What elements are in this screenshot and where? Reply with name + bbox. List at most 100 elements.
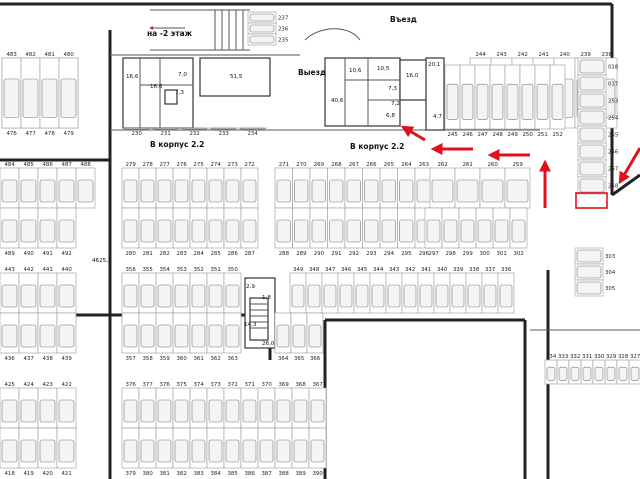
- car-outline: [157, 179, 172, 203]
- stall-number: 369: [279, 382, 290, 388]
- stall-number: 365: [294, 356, 304, 362]
- stall-number: 485: [24, 162, 34, 168]
- car-outline: [58, 179, 75, 203]
- car-outline: [174, 439, 189, 463]
- stall-number: 356: [126, 267, 137, 273]
- car-outline: [239, 127, 266, 130]
- stall-number: 353: [177, 267, 187, 273]
- car-outline: [399, 179, 414, 203]
- car-outline: [191, 179, 206, 203]
- stall-number: 236: [278, 27, 289, 33]
- car-outline: [511, 219, 526, 243]
- stall-number: 260: [488, 162, 499, 168]
- stall-number: 360: [177, 356, 188, 362]
- car-outline: [506, 83, 519, 120]
- car-outline: [58, 219, 75, 243]
- car-outline: [39, 284, 56, 308]
- car-outline: [58, 284, 75, 308]
- stall-number: 270: [296, 162, 307, 168]
- room-area-label: 10,5: [377, 66, 390, 72]
- car-outline: [157, 324, 172, 348]
- stall-number: 364: [278, 356, 289, 362]
- room-area-label: 4,7: [433, 114, 442, 120]
- stall-number: 286: [228, 251, 239, 257]
- stall-number: 268: [331, 162, 342, 168]
- car-outline: [123, 439, 138, 463]
- car-outline: [22, 78, 39, 118]
- car-outline: [292, 324, 306, 348]
- stall-number: 350: [228, 267, 239, 273]
- stall-number: 277: [160, 162, 170, 168]
- car-outline: [521, 83, 534, 120]
- car-outline: [371, 284, 385, 308]
- stall-number: 387: [262, 471, 272, 477]
- stall-number: 333: [558, 354, 568, 360]
- stall-number: 336: [501, 267, 512, 273]
- stall-number: 249: [508, 132, 519, 138]
- stall-number: 288: [279, 251, 290, 257]
- stall-number: 340: [437, 267, 448, 273]
- car-outline: [60, 78, 77, 118]
- car-outline: [58, 324, 75, 348]
- car-outline: [476, 83, 489, 120]
- car-outline: [431, 179, 454, 203]
- stall-number: 250: [523, 132, 534, 138]
- stall-number: 280: [126, 251, 137, 257]
- room-area-label: 10,6: [349, 68, 362, 74]
- stall-number: 256: [608, 150, 619, 156]
- car-outline: [140, 179, 155, 203]
- stall-number: 305: [605, 286, 615, 292]
- car-outline: [579, 161, 605, 176]
- car-outline: [174, 284, 189, 308]
- car-outline: [570, 366, 580, 381]
- stall-number: 441: [43, 267, 53, 273]
- stall-number: 419: [24, 471, 35, 477]
- car-outline: [208, 179, 223, 203]
- car-outline: [461, 83, 474, 120]
- car-outline: [311, 219, 326, 243]
- car-outline: [311, 179, 326, 203]
- stall-number: 479: [64, 131, 75, 137]
- car-outline: [494, 219, 509, 243]
- car-outline: [419, 284, 433, 308]
- car-outline: [191, 399, 206, 423]
- car-outline: [20, 284, 37, 308]
- stall-number: 338: [469, 267, 480, 273]
- stall-number: 388: [279, 471, 290, 477]
- car-outline: [157, 399, 172, 423]
- stall-number: 437: [24, 356, 34, 362]
- stall-number: 266: [366, 162, 377, 168]
- car-outline: [308, 324, 322, 348]
- stall-number: 275: [194, 162, 204, 168]
- stall-number: 262: [438, 162, 448, 168]
- room-area-label: 16,6: [126, 74, 139, 80]
- route-arrows: [400, 125, 640, 208]
- room-area-label: 40,6: [331, 98, 344, 104]
- stall-number: 363: [228, 356, 238, 362]
- car-outline: [364, 179, 379, 203]
- car-outline: [456, 179, 479, 203]
- car-outline: [259, 439, 274, 463]
- stall-number: 297: [429, 251, 439, 257]
- stall-number: 486: [43, 162, 54, 168]
- stall-number: 443: [5, 267, 15, 273]
- car-outline: [123, 127, 150, 130]
- stall-number: 482: [26, 52, 36, 58]
- car-outline: [225, 439, 240, 463]
- car-outline: [426, 219, 441, 243]
- stall-number: 438: [43, 356, 54, 362]
- stall-number: 304: [605, 270, 616, 276]
- stall-number: 018: [608, 65, 619, 71]
- stall-number: 244: [476, 52, 487, 58]
- car-outline: [293, 439, 308, 463]
- car-outline: [39, 179, 56, 203]
- car-outline: [20, 219, 37, 243]
- stall-number: 425: [5, 382, 15, 388]
- stall-number: 240: [560, 52, 571, 58]
- stall-number: 328: [618, 354, 629, 360]
- car-outline: [416, 179, 431, 203]
- stall-number: 477: [26, 131, 36, 137]
- car-outline: [174, 324, 189, 348]
- stall-number: 370: [262, 382, 273, 388]
- car-outline: [174, 399, 189, 423]
